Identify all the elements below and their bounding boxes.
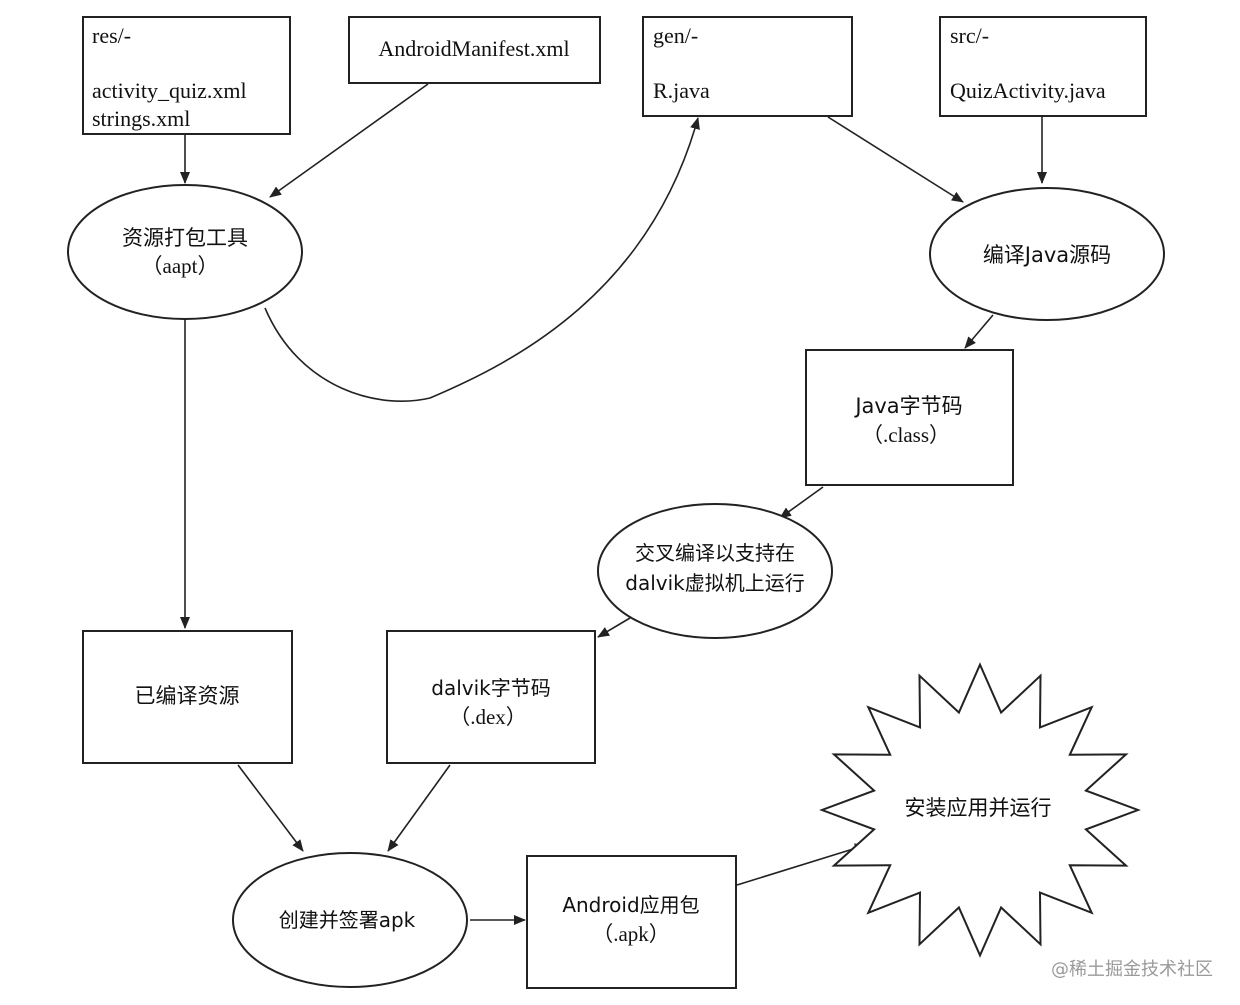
dx-sublabel: dalvik虚拟机上运行 (625, 571, 804, 595)
aapt-label: 资源打包工具 (122, 226, 248, 250)
starburst-shape (819, 662, 1141, 958)
node-dx: 交叉编译以支持在 dalvik虚拟机上运行 (597, 503, 833, 639)
edge-dex-to-apkbuilder (387, 764, 451, 852)
edges (180, 83, 1047, 925)
dx-label: 交叉编译以支持在 (635, 541, 795, 565)
edge-manifest-to-aapt (269, 83, 429, 198)
node-android-apk: Android应用包 （.apk） (526, 855, 737, 989)
src-dir-title: src/- (950, 23, 989, 48)
node-res-dir: res/- activity_quiz.xml strings.xml (82, 16, 291, 135)
android-apk-sublabel: （.apk） (592, 922, 670, 946)
edge-javac-to-class (964, 314, 994, 349)
aapt-sublabel: （aapt） (142, 254, 219, 278)
node-java-bytecode: Java字节码 （.class） (805, 349, 1014, 486)
apkbuilder-label: 创建并签署apk (279, 908, 416, 932)
node-aapt: 资源打包工具 （aapt） (67, 184, 303, 320)
watermark: @稀土掘金技术社区 (1051, 959, 1213, 980)
compiled-res-label: 已编译资源 (135, 684, 240, 708)
node-compiled-res: 已编译资源 (82, 630, 293, 764)
res-dir-file-activity: activity_quiz.xml (92, 78, 247, 103)
edge-aapt-to-rjava (264, 117, 700, 402)
node-javac: 编译Java源码 (929, 187, 1165, 321)
javac-label: 编译Java源码 (983, 243, 1111, 267)
edge-class-to-dx (779, 486, 824, 519)
res-dir-file-strings: strings.xml (92, 106, 190, 131)
gen-dir-title: gen/- (653, 23, 698, 48)
edge-rjava-to-javac (827, 116, 964, 203)
android-apk-label: Android应用包 (562, 893, 699, 917)
node-dalvik-bytecode: dalvik字节码 （.dex） (386, 630, 596, 764)
edge-apk-to-install (736, 843, 867, 886)
manifest-label: AndroidManifest.xml (378, 36, 569, 61)
node-src-dir: src/- QuizActivity.java (939, 16, 1147, 117)
node-manifest: AndroidManifest.xml (348, 16, 601, 84)
dalvik-bytecode-label: dalvik字节码 (431, 676, 550, 700)
java-bytecode-label: Java字节码 (853, 394, 962, 418)
node-gen-dir: gen/- R.java (642, 16, 853, 117)
node-apkbuilder: 创建并签署apk (232, 852, 468, 988)
edge-dx-to-dex (597, 617, 631, 638)
edge-compiled-res-to-apkbuilder (237, 764, 304, 852)
dalvik-bytecode-sublabel: （.dex） (449, 705, 527, 729)
java-bytecode-sublabel: （.class） (862, 423, 950, 447)
install-run-label: 安装应用并运行 (905, 796, 1052, 820)
node-install-run: 安装应用并运行 (819, 662, 1141, 958)
res-dir-title: res/- (92, 23, 131, 48)
src-dir-file-quiz: QuizActivity.java (950, 78, 1106, 103)
gen-dir-file-rjava: R.java (653, 78, 710, 103)
